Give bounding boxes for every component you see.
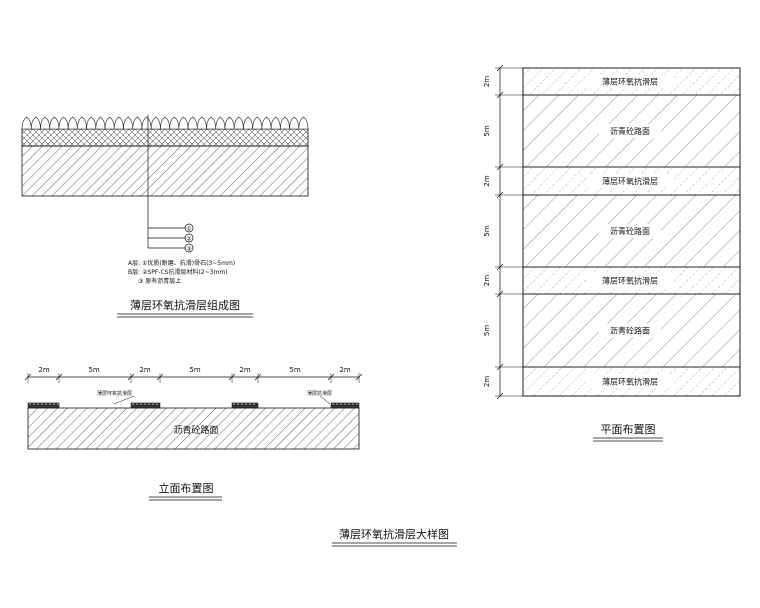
aggregate-stone	[252, 116, 263, 130]
aggregate-stone	[160, 116, 170, 130]
elev-dim-5: 2m	[239, 366, 250, 374]
aggregate-stone	[196, 116, 207, 130]
composition-diagram: ① ② ③ A层: ①优质(耐磨、抗滑)骨石(3~5mm) B层: ②SPF-C…	[21, 115, 309, 318]
dim-tick	[496, 263, 504, 271]
elevation-diagram: 2m 5m 2m 5m 2m 5m 2m 薄层环氧抗滑层 薄层抗滑层 沥青砼路面…	[24, 366, 363, 501]
plan-row-label: 沥青砼路面	[610, 126, 650, 136]
aggregate-stone	[233, 116, 244, 130]
elev-dim-6: 5m	[289, 366, 300, 374]
plan-label-bg	[599, 124, 661, 138]
callout-2-label: ②	[186, 236, 192, 243]
aggregate-stone	[270, 116, 281, 130]
dim-tick	[496, 64, 504, 72]
aggregate-stone	[40, 116, 50, 130]
aggregate-stone	[95, 116, 106, 130]
callout-1: ①	[148, 223, 194, 233]
dimension-ticks	[24, 373, 363, 383]
aggregate-stone	[169, 116, 180, 130]
aggregate-stone	[49, 116, 60, 130]
plan-label-bg	[586, 273, 674, 288]
aggregate-stone	[67, 116, 78, 130]
dim-tick	[496, 290, 504, 298]
aggregate-stone	[298, 116, 309, 130]
plan-row-dim: 2m	[483, 275, 491, 286]
dim-tick	[496, 91, 504, 99]
aggregate-stone	[224, 116, 235, 130]
plan-outline	[522, 67, 741, 397]
plan-row-dim: 2m	[483, 76, 491, 87]
aggregate-stone	[86, 116, 97, 130]
plan-row-label: 薄层环氧抗滑层	[602, 377, 658, 387]
dim-tick	[496, 163, 504, 171]
dim-tick	[496, 191, 504, 199]
aggregate-stone	[150, 116, 161, 130]
asphalt-surface	[27, 407, 360, 450]
anti-slip-strips	[27, 402, 360, 409]
composition-note-2: B层: ②SPF-CS抗滑层材料(2~3mm)	[128, 268, 228, 276]
aggregate-stone	[21, 116, 32, 130]
aggregate-stone	[58, 116, 69, 130]
dim-tick	[496, 363, 504, 371]
epoxy-binder-layer	[21, 128, 309, 147]
aggregate-stone	[132, 116, 143, 130]
aggregate-stone	[280, 116, 290, 130]
aggregate-stone	[289, 116, 300, 130]
aggregate-stone	[187, 116, 198, 130]
aggregate-stone	[178, 116, 189, 130]
aggregate-stone	[113, 116, 124, 130]
plan-row-dim: 5m	[483, 125, 491, 136]
aggregate-stone	[30, 116, 41, 130]
plan-label-bg	[599, 224, 661, 238]
elev-dim-1: 2m	[38, 366, 49, 374]
aggregate-stone	[77, 116, 87, 130]
plan-row-label: 沥青砼路面	[610, 326, 650, 336]
aggregate-stone	[141, 116, 152, 130]
asphalt-base-layer	[21, 145, 309, 197]
plan-diagram: 薄层环氧抗滑层 2m 沥青砼路面 5m 薄层环氧抗滑层 2m 沥青砼路面 5m 薄层环氧抗滑层 2…	[483, 64, 741, 442]
callout-1-label: ①	[186, 226, 191, 233]
elev-dim-2: 5m	[88, 366, 99, 374]
plan-row-dim: 5m	[483, 225, 491, 236]
composition-note-3: ③ 原有沥青层上	[138, 277, 181, 285]
anti-slip-strip	[27, 402, 60, 409]
elev-dim-3: 2m	[139, 366, 150, 374]
aggregate-stone	[243, 116, 253, 130]
plan-row-dim: 2m	[483, 175, 491, 186]
elev-strip-label-right: 薄层抗滑层	[307, 390, 332, 397]
aggregate-stone	[206, 116, 217, 130]
main-title: 薄层环氧抗滑层大样图	[339, 527, 449, 541]
plan-label-bg	[586, 374, 674, 389]
main-title-block: 薄层环氧抗滑层大样图	[332, 527, 457, 547]
aggregate-layer	[21, 116, 309, 130]
plan-row-label: 薄层环氧抗滑层	[602, 176, 658, 186]
aggregate-stone	[104, 116, 115, 130]
aggregate-stone	[215, 116, 226, 130]
plan-row-label: 沥青砼路面	[610, 226, 650, 236]
plan-label-bg	[586, 174, 674, 188]
elevation-title: 立面布置图	[159, 481, 214, 495]
plan-row-label: 薄层环氧抗滑层	[602, 276, 658, 286]
callout-3: ③	[148, 243, 194, 253]
plan-row-dim: 5m	[483, 325, 491, 336]
elev-strip-label-left: 薄层环氧抗滑层	[97, 390, 132, 397]
elev-surface-label: 沥青砼路面	[173, 424, 218, 436]
plan-row-label: 薄层环氧抗滑层	[602, 77, 658, 87]
dim-tick	[496, 392, 504, 400]
elev-dim-4: 5m	[189, 366, 200, 374]
plan-rows: 薄层环氧抗滑层 2m 沥青砼路面 5m 薄层环氧抗滑层 2m 沥青砼路面 5m 薄层环氧抗滑层 2…	[483, 64, 741, 400]
elev-dim-7: 2m	[339, 366, 350, 374]
aggregate-stone	[261, 116, 272, 130]
plan-label-bg	[599, 323, 661, 338]
composition-title: 薄层环氧抗滑层组成图	[130, 298, 240, 312]
composition-note-1: A层: ①优质(耐磨、抗滑)骨石(3~5mm)	[128, 259, 235, 267]
plan-title: 平面布置图	[601, 423, 656, 436]
callout-3-label: ③	[186, 246, 191, 253]
plan-label-bg	[586, 74, 674, 89]
plan-row-dim: 2m	[483, 376, 491, 387]
aggregate-stone	[123, 116, 134, 130]
callout-2: ②	[148, 233, 194, 243]
